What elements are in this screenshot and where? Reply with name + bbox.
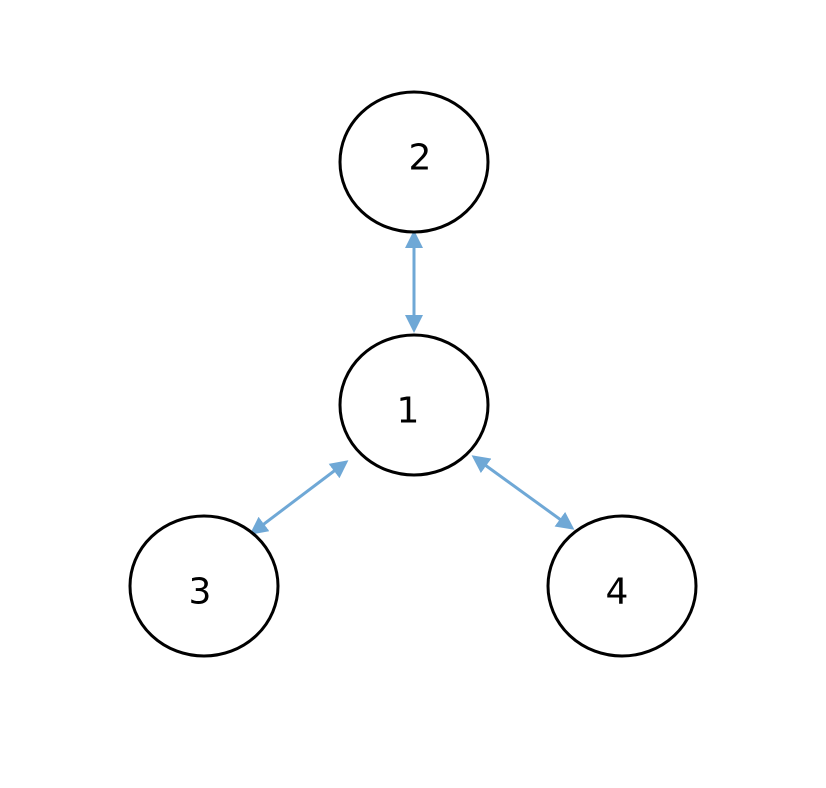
- node-4-label: 4: [606, 572, 629, 613]
- node-3: 3: [128, 514, 280, 658]
- node-2: 2: [338, 90, 490, 234]
- node-4: 4: [546, 514, 698, 658]
- edges-layer: [249, 230, 575, 535]
- node-1: 1: [338, 333, 490, 477]
- node-1-circle: [338, 333, 490, 477]
- node-1-label: 1: [397, 391, 420, 432]
- node-3-label: 3: [189, 572, 212, 613]
- edge-1-3-arrow: [249, 460, 349, 535]
- node-2-label: 2: [409, 138, 432, 179]
- node-4-circle: [546, 514, 698, 658]
- node-3-circle: [128, 514, 280, 658]
- nodes-layer: 1 2 3 4: [128, 90, 698, 658]
- node-2-circle: [338, 90, 490, 234]
- edge-1-4-arrow: [471, 455, 575, 530]
